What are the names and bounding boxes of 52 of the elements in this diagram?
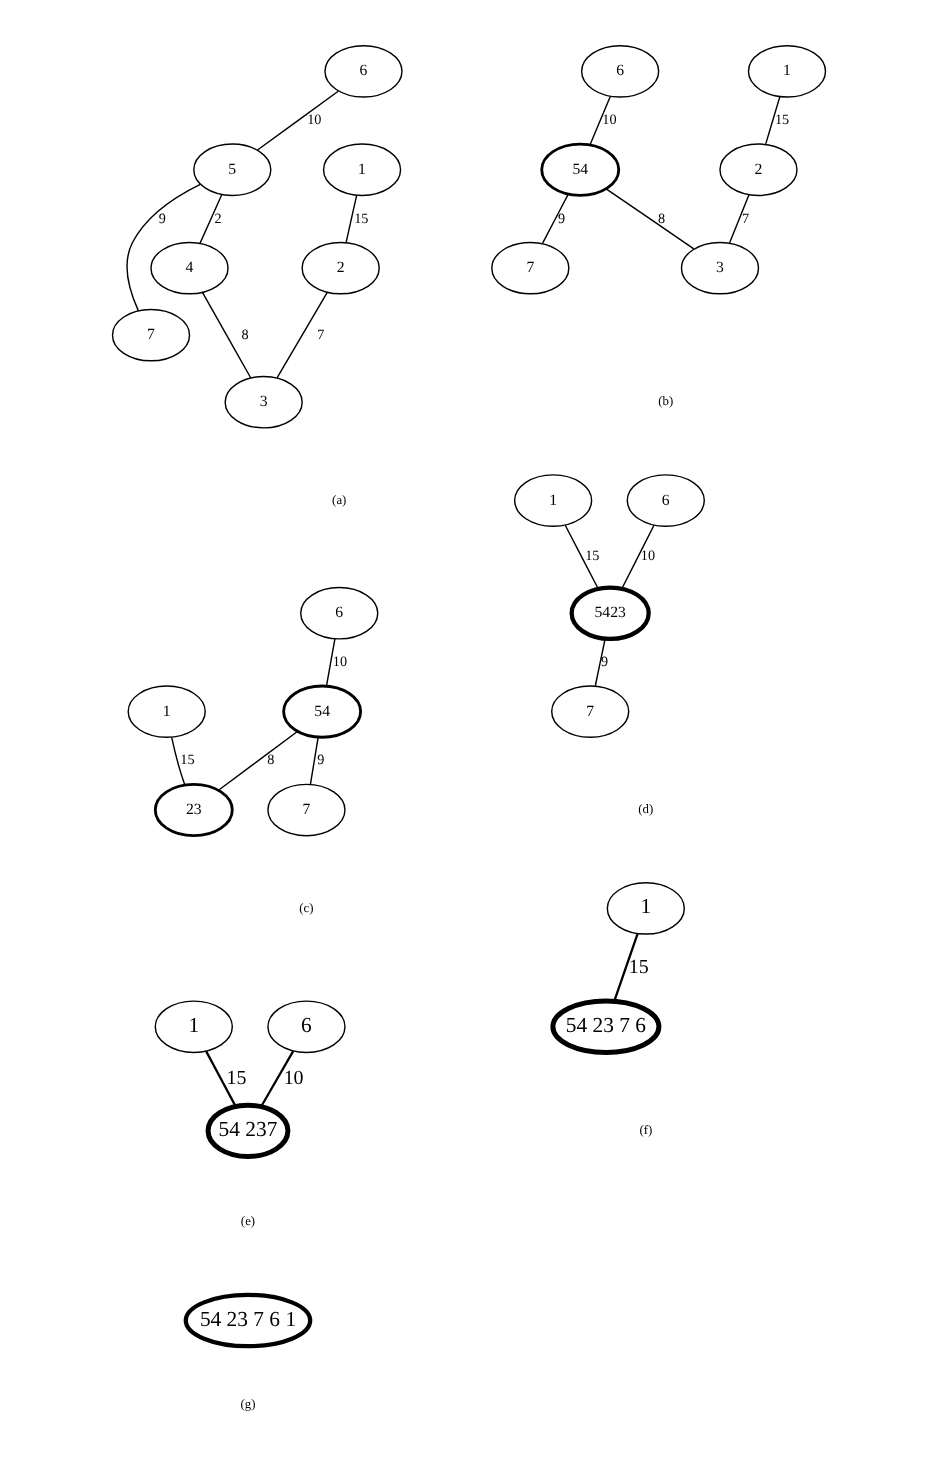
connector: [563, 524, 598, 590]
edge-label: 15: [225, 1068, 246, 1091]
connector: [198, 194, 222, 245]
connector: [216, 730, 298, 791]
node-ellipse: 1: [605, 882, 685, 935]
node-ellipse: 6: [579, 45, 659, 98]
node-ellipse: 6: [323, 45, 402, 98]
connector: [764, 96, 780, 145]
node-ellipse: 7: [110, 308, 190, 362]
node-ellipse: 54: [539, 142, 620, 197]
node-ellipse: 3: [223, 375, 302, 429]
node-ellipse: 1: [746, 45, 826, 98]
connector: [259, 1050, 294, 1108]
node-ellipse: 5: [192, 143, 271, 197]
connector: [593, 638, 605, 687]
node-ellipse: 54: [281, 684, 362, 739]
node-ellipse: 54 23 7 6 1: [182, 1292, 312, 1349]
connector: [540, 193, 568, 244]
connector: [255, 90, 338, 151]
node-ellipse: 23: [152, 782, 233, 838]
connector: [204, 1050, 236, 1107]
connector: [604, 188, 694, 250]
node-ellipse: 1: [126, 685, 205, 738]
connector: [344, 194, 357, 243]
connector: [727, 194, 749, 244]
node-ellipse: 6: [299, 586, 378, 640]
node-ellipse: 6: [625, 474, 704, 527]
node-ellipse: 1: [153, 1000, 232, 1054]
node-ellipse: 2: [300, 241, 379, 295]
node-ellipse: 54 237: [204, 1102, 290, 1159]
connector: [275, 291, 327, 379]
node-ellipse: 3: [679, 241, 759, 295]
node-ellipse: 4: [149, 241, 228, 295]
edge-label: 15: [627, 956, 648, 979]
connector: [620, 524, 654, 590]
connector: [308, 736, 318, 785]
node-ellipse: 1: [321, 143, 401, 197]
edge-label: 10: [282, 1068, 303, 1091]
connector: [200, 291, 251, 379]
node-ellipse: 6: [266, 1000, 345, 1054]
connector: [612, 933, 638, 1002]
connector: [170, 736, 185, 786]
node-ellipse: 5423: [568, 585, 650, 642]
node-ellipse: 1: [512, 474, 592, 527]
node-ellipse: 54 23 7 6: [549, 998, 661, 1055]
node-ellipse: 2: [718, 143, 797, 197]
node-ellipse: 7: [490, 241, 569, 295]
connector: [324, 638, 335, 687]
node-ellipse: 7: [550, 685, 629, 738]
node-ellipse: 7: [266, 783, 345, 837]
connector: [588, 95, 610, 146]
connector: [125, 183, 200, 312]
